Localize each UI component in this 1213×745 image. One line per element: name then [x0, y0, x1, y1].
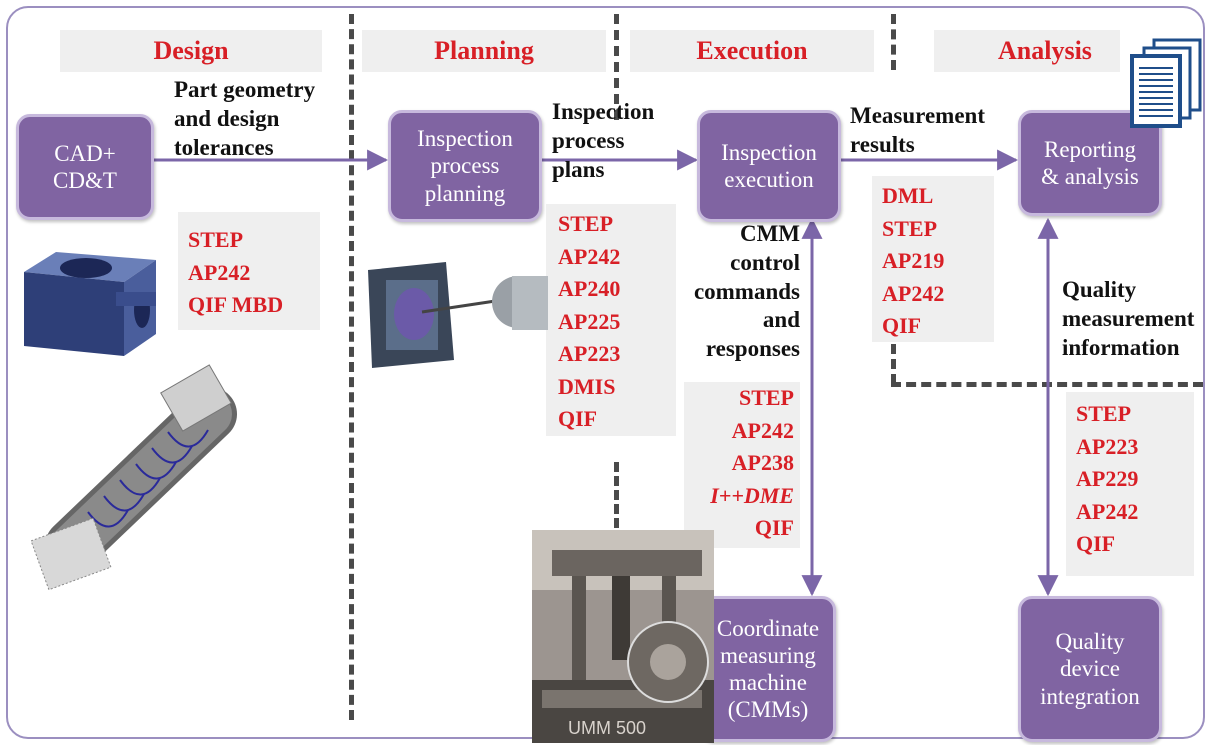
- standards-results: DML STEP AP219 AP242 QIF: [872, 176, 994, 342]
- box-planning-line: Inspection: [417, 126, 513, 152]
- box-execution-line: execution: [724, 167, 814, 192]
- box-cad-line: CD&T: [53, 168, 117, 193]
- standard-item: QIF: [1076, 531, 1116, 557]
- label-line: and design: [174, 105, 280, 131]
- standard-item: STEP: [558, 211, 614, 236]
- standard-item: STEP: [188, 227, 244, 252]
- label-cmm-commands: CMM control commands and responses: [680, 220, 800, 364]
- separator-execution-analysis-top: [891, 14, 896, 70]
- box-quality-line: Quality: [1055, 629, 1125, 655]
- standard-item: DMIS: [558, 373, 616, 399]
- phase-analysis-title: Analysis: [998, 36, 1092, 65]
- standard-item: I++DME: [710, 482, 794, 508]
- standards-quality: STEP AP223 AP229 AP242 QIF: [1066, 392, 1194, 576]
- label-line: plans: [552, 156, 605, 182]
- inspection-probe-icon: [368, 262, 548, 368]
- box-planning-line: process: [430, 153, 500, 179]
- standard-item: AP242: [882, 280, 945, 306]
- box-cmm-line: machine: [729, 670, 807, 695]
- standard-item: AP225: [558, 308, 621, 334]
- label-line: Measurement: [850, 103, 985, 128]
- standard-item: DML: [882, 183, 934, 208]
- label-line: responses: [705, 336, 800, 361]
- label-line: CMM: [739, 221, 800, 246]
- label-quality-info: Quality measurement information: [1062, 276, 1194, 362]
- box-cad-line: CAD+: [54, 140, 116, 166]
- label-line: Inspection: [552, 99, 655, 124]
- standard-item: AP242: [1076, 498, 1139, 524]
- standard-item: QIF: [558, 406, 598, 432]
- standards-design: STEP AP242 QIF MBD: [178, 212, 320, 330]
- standard-item: AP242: [558, 243, 621, 269]
- label-measurement-results: Measurement results: [850, 102, 985, 160]
- label-line: measurement: [1062, 305, 1195, 331]
- phase-execution-title: Execution: [696, 36, 808, 65]
- label-line: information: [1062, 334, 1180, 360]
- label-part-geometry: Part geometry and design tolerances: [174, 76, 315, 162]
- label-line: process: [552, 127, 625, 153]
- phase-planning: Planning: [362, 30, 606, 72]
- document-stack-icon: [1130, 38, 1202, 128]
- phase-execution: Execution: [630, 30, 874, 72]
- label-line: Quality: [1062, 277, 1137, 302]
- phase-design-title: Design: [153, 36, 229, 65]
- label-line: control: [730, 249, 800, 275]
- box-quality-line: device: [1059, 656, 1120, 682]
- standard-item: QIF: [754, 515, 794, 541]
- cmm-photo-caption: UMM 500: [568, 718, 646, 738]
- label-line: and: [762, 307, 800, 333]
- cad-assembly-icon: [30, 364, 237, 591]
- phase-planning-title: Planning: [434, 36, 534, 65]
- standards-execution: STEP AP242 AP238 I++DME QIF: [684, 382, 800, 548]
- box-cmm-line: (CMMs): [727, 697, 809, 723]
- standard-item: STEP: [738, 385, 794, 410]
- label-inspection-plans: Inspection process plans: [552, 98, 654, 184]
- box-cmm-line: measuring: [720, 642, 816, 668]
- label-line: Part geometry: [174, 77, 316, 102]
- label-line: tolerances: [174, 134, 274, 160]
- box-planning-line: planning: [424, 180, 506, 206]
- standards-planning: STEP AP242 AP240 AP225 AP223 DMIS QIF: [546, 204, 676, 436]
- separator-design-planning: [349, 14, 354, 720]
- box-execution-line: Inspection: [721, 139, 817, 165]
- standard-item: AP219: [882, 248, 945, 274]
- standard-item: AP240: [558, 276, 621, 302]
- box-reporting-line: & analysis: [1041, 164, 1139, 189]
- standard-item: STEP: [882, 215, 938, 241]
- separator-execution-analysis-lower: [891, 344, 896, 384]
- standard-item: AP238: [731, 450, 794, 476]
- cmm-photo-icon: UMM 500: [532, 530, 714, 743]
- standard-item: AP242: [731, 417, 794, 443]
- label-line: results: [850, 131, 915, 157]
- standard-item: QIF: [882, 313, 922, 339]
- box-cmm-line: Coordinate: [716, 615, 820, 641]
- box-reporting-line: Reporting: [1044, 136, 1136, 162]
- standard-item: STEP: [1076, 401, 1132, 426]
- standard-item: AP242: [188, 259, 251, 285]
- phase-analysis: Analysis: [934, 30, 1120, 72]
- cad-part-icon: [24, 252, 156, 356]
- standard-item: QIF MBD: [188, 292, 284, 318]
- box-cad-cdt: CAD+CD&T: [16, 114, 154, 220]
- separator-planning-execution-bottom: [614, 462, 619, 542]
- label-line: commands: [693, 278, 800, 304]
- separator-planning-execution-top: [614, 14, 619, 120]
- phase-design: Design: [60, 30, 322, 72]
- standard-item: AP223: [558, 341, 621, 367]
- box-quality-line: integration: [1040, 683, 1140, 709]
- standard-item: AP223: [1076, 433, 1139, 459]
- standard-item: AP229: [1076, 466, 1139, 492]
